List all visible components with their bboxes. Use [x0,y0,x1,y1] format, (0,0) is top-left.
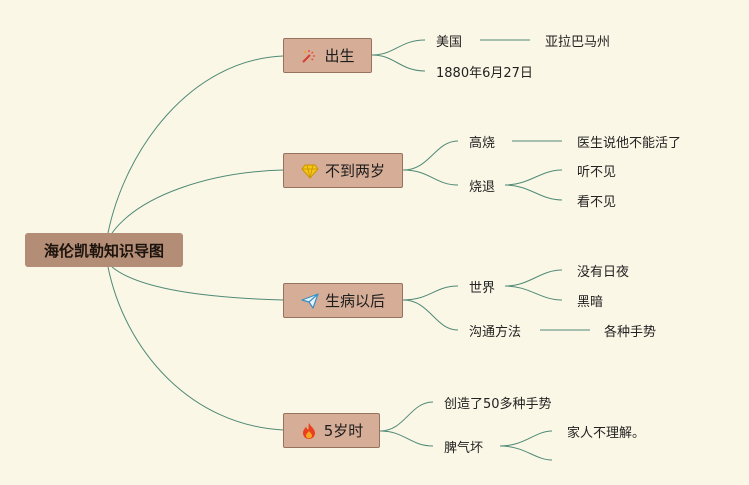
subtopic-bad-temper[interactable]: 脾气坏 [444,436,483,456]
connector-root-after-illness [111,266,284,301]
subtopic-doctor-verdict-label: 医生说他不能活了 [577,135,682,151]
subtopic-created-gestures[interactable]: 创造了50多种手势 [444,392,552,412]
subtopic-high-fever[interactable]: 高烧 [469,131,495,151]
subtopic-family-misunderstand[interactable]: 家人不理解。 [567,421,645,441]
flame-icon [300,422,318,440]
subtopic-communication-label: 沟通方法 [469,324,522,340]
connector-world-day-night [504,269,563,287]
subtopic-doctor-verdict[interactable]: 医生说他不能活了 [577,131,681,151]
subtopic-world-label: 世界 [469,280,496,296]
subtopic-cannot-see-label: 看不见 [577,194,617,210]
subtopic-cannot-hear[interactable]: 听不见 [577,160,616,180]
connector-after-illness-world [402,285,459,301]
subtopic-family-misunderstand-label: 家人不理解。 [567,425,646,441]
topic-under-two[interactable]: 不到两岁 [283,153,403,188]
connector-temper-family [499,430,553,447]
subtopic-birth-date[interactable]: 1880年6月27日 [436,61,533,81]
connector-age-five-gestures [379,401,434,432]
connector-world-darkness [504,285,563,301]
connector-fever-gone-blind [504,184,563,201]
topic-after-illness-label: 生病以后 [324,292,385,310]
subtopic-created-gestures-label: 创造了50多种手势 [444,396,552,412]
connector-fever-gone-deaf [504,169,563,186]
subtopic-alabama-label: 亚拉巴马州 [545,34,611,50]
subtopic-cannot-see[interactable]: 看不见 [577,190,616,210]
root-topic[interactable]: 海伦凯勒知识导图 [25,233,183,267]
subtopic-world[interactable]: 世界 [469,276,495,296]
connector-root-birth [107,55,284,234]
connector-temper-empty [499,445,553,461]
subtopic-no-day-night[interactable]: 没有日夜 [577,260,629,280]
connector-under-two-fever [402,140,459,171]
topic-age-five[interactable]: 5岁时 [283,413,380,448]
fireworks-icon [300,47,318,65]
connector-after-illness-communication [402,299,459,331]
subtopic-usa-label: 美国 [436,34,463,50]
subtopic-usa[interactable]: 美国 [436,30,462,50]
connector-birth-date [371,54,426,72]
topic-birth[interactable]: 出生 [283,38,372,73]
root-topic-label: 海伦凯勒知识导图 [43,241,164,260]
topic-after-illness[interactable]: 生病以后 [283,283,403,318]
subtopic-birth-date-label: 1880年6月27日 [436,65,533,81]
subtopic-gestures-label: 各种手势 [604,324,657,340]
subtopic-alabama[interactable]: 亚拉巴马州 [545,30,610,50]
subtopic-darkness[interactable]: 黑暗 [577,290,603,310]
paper-plane-icon [301,292,319,310]
subtopic-fever-gone[interactable]: 烧退 [469,175,495,195]
connector-root-age-five [107,266,284,431]
connector-under-two-fever-gone [402,169,459,186]
subtopic-communication[interactable]: 沟通方法 [469,320,521,340]
connector-birth-usa [371,39,426,56]
diamond-icon [301,162,319,180]
subtopic-cannot-hear-label: 听不见 [577,164,617,180]
subtopic-darkness-label: 黑暗 [577,294,604,310]
subtopic-bad-temper-label: 脾气坏 [444,440,484,456]
connector-age-five-temper [379,430,434,447]
subtopic-fever-gone-label: 烧退 [469,179,496,195]
subtopic-gestures[interactable]: 各种手势 [604,320,656,340]
topic-birth-label: 出生 [324,47,355,65]
topic-age-five-label: 5岁时 [323,422,364,440]
subtopic-no-day-night-label: 没有日夜 [577,264,630,280]
topic-under-two-label: 不到两岁 [324,162,385,180]
connector-root-under-two [111,169,284,234]
subtopic-high-fever-label: 高烧 [469,135,496,151]
